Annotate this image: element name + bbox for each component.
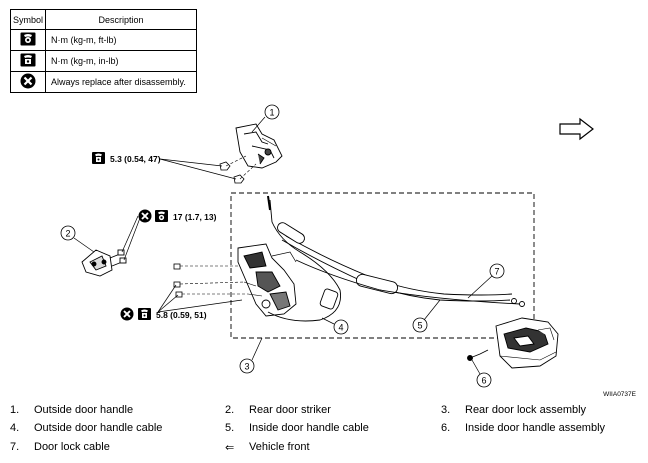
legend-row: N·m (kg-m, ft-lb)	[10, 29, 197, 51]
inside-door-handle-cable	[277, 222, 513, 302]
leader-line	[159, 158, 223, 167]
torque-wrench-icon	[10, 29, 46, 51]
part-number: 1.	[10, 404, 20, 416]
lock-bolt	[173, 263, 183, 298]
svg-text:1: 1	[269, 108, 274, 118]
part-name: Door lock cable	[34, 441, 110, 453]
leader-line	[157, 294, 179, 313]
handle-screw	[467, 349, 489, 361]
callout-3: 3	[239, 337, 263, 374]
svg-text:5: 5	[417, 321, 422, 331]
torque-wrench-icon	[155, 210, 168, 222]
svg-text:6: 6	[481, 376, 486, 386]
part-name: Inside door handle cable	[249, 422, 369, 434]
vehicle-front-arrow-icon	[559, 117, 594, 141]
part-number: 5.	[225, 422, 235, 434]
part-number: 6.	[441, 422, 451, 434]
callout-6: 6	[471, 359, 492, 388]
callout-1: 1	[251, 104, 280, 133]
part-name: Inside door handle assembly	[465, 422, 606, 434]
replace-after-disassembly-icon	[10, 71, 46, 93]
svg-text:7: 7	[494, 267, 499, 277]
legend-row: Always replace after disassembly.	[10, 71, 197, 93]
legend-description: Always replace after disassembly.	[45, 71, 197, 93]
callout-7: 7	[467, 263, 505, 299]
svg-text:3: 3	[244, 362, 249, 372]
torque-spec-lock: 5.8 (0.59, 51)	[156, 310, 207, 320]
dash-line	[179, 281, 245, 285]
part-number: 2.	[225, 404, 235, 416]
handle-nut	[219, 161, 245, 184]
leader-line	[123, 217, 141, 261]
svg-text:2: 2	[65, 229, 70, 239]
leader-line	[121, 215, 139, 253]
leader-line	[157, 284, 177, 313]
figure-code: WIIA0737E	[603, 391, 636, 398]
callout-5: 5	[412, 299, 441, 333]
rear-door-striker	[81, 249, 127, 277]
inside-door-handle-assembly	[495, 317, 559, 369]
leader-line	[157, 299, 243, 313]
torque-spec-handle: 5.3 (0.54, 47)	[110, 154, 161, 164]
part-name: Outside door handle cable	[34, 422, 163, 434]
door-lock-exploded-diagram: 5.3 (0.54, 47) 17 (1.7, 13) 5.8 (0.59, 5…	[60, 104, 594, 388]
outside-door-handle-cable	[267, 195, 342, 322]
torque-wrench-small-icon	[92, 152, 105, 164]
part-number: 7.	[10, 441, 20, 453]
part-name: Outside door handle	[34, 404, 134, 416]
part-name: Vehicle front	[249, 441, 310, 453]
leader-line	[159, 158, 237, 180]
torque-spec-striker: 17 (1.7, 13)	[173, 212, 217, 222]
torque-wrench-small-icon	[138, 308, 151, 320]
part-number: 3.	[441, 404, 451, 416]
part-name: Rear door striker	[249, 404, 331, 416]
callout-4: 4	[321, 317, 349, 335]
part-number: 4.	[10, 422, 20, 434]
rear-door-lock-assembly	[237, 243, 297, 317]
dash-line	[225, 155, 247, 167]
replace-after-disassembly-icon	[137, 208, 153, 224]
outside-door-handle	[235, 123, 283, 169]
door-lock-cable	[295, 259, 525, 310]
part-name: Rear door lock assembly	[465, 404, 587, 416]
symbol-legend-table: Symbol Description N·m (kg-m, ft-lb) N·m…	[10, 9, 197, 93]
callout-2: 2	[60, 225, 95, 253]
svg-text:4: 4	[338, 323, 343, 333]
replace-after-disassembly-icon	[119, 306, 135, 322]
dash-line	[239, 163, 257, 180]
vehicle-front-symbol: ⇐	[225, 442, 235, 454]
